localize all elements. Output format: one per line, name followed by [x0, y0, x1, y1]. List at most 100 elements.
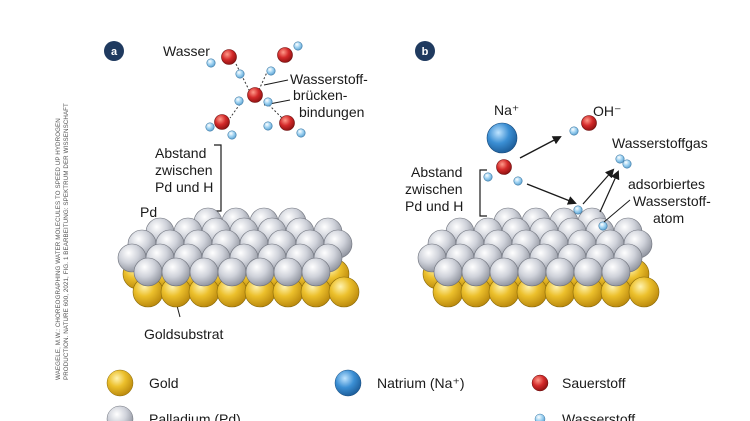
palladium-atom: [573, 257, 603, 287]
distance-label-a-line-1: Abstand: [155, 145, 206, 161]
hydrogen-atom: [622, 159, 632, 169]
pd-label: Pd: [140, 204, 157, 220]
hydrogen-bond: [235, 63, 251, 93]
hydrogen-bond: [229, 103, 241, 119]
hydrogen-atom: [234, 96, 244, 106]
legend-hydrogen-label: Wasserstoff: [562, 411, 635, 421]
legend-item-palladium: Palladium (Pd): [106, 405, 241, 421]
surface-slab-a: [117, 207, 360, 308]
sodium-ion: [486, 122, 518, 154]
credit-line-1: WAEGELE, M.W.: CHOREOGRAPHING WATER MOLE…: [55, 118, 62, 380]
panel-a-badge-label: a: [111, 46, 118, 58]
oxygen-atom: [277, 47, 293, 63]
hbond-leader-1: [263, 79, 289, 86]
adsorbed-hydrogen-atom: [598, 221, 608, 231]
panel-b: b Na⁺ OH⁻ Wasserstoffgas adsorbiertes Wa…: [405, 41, 711, 308]
arrow-h-gas-2: [599, 170, 620, 213]
hydrogen-gas-label: Wasserstoffgas: [612, 135, 708, 151]
arrow-to-hydroxide: [519, 136, 562, 159]
palladium-atom: [189, 257, 219, 287]
palladium-atom: [273, 257, 303, 287]
hydrogen-atom: [263, 97, 273, 107]
distance-bracket-b: [479, 169, 487, 217]
legend-item-oxygen: Sauerstoff: [531, 374, 626, 392]
water-label: Wasser: [163, 43, 210, 59]
sodium-label: Na⁺: [494, 102, 519, 118]
hydrogen-atom: [513, 176, 523, 186]
oxygen-atom: [581, 115, 597, 131]
distance-label-b-line-1: Abstand: [411, 164, 462, 180]
palladium-atom: [245, 257, 275, 287]
hbond-label-line-3: bindungen: [299, 104, 364, 120]
hydrogen-atom: [483, 172, 493, 182]
palladium-atom: [161, 257, 191, 287]
legend-item-hydrogen: Wasserstoff: [534, 411, 635, 421]
oxygen-atom: [279, 115, 295, 131]
hydrogen-atom: [206, 58, 216, 68]
surface-slab-b: [417, 207, 660, 308]
legend-item-gold: Gold: [106, 369, 179, 397]
adsorbed-label-line-2: Wasserstoff-: [633, 193, 711, 209]
hydrogen-atom: [235, 69, 245, 79]
legend-item-sodium: Natrium (Na⁺): [334, 369, 465, 397]
hydrogen-atom: [296, 128, 306, 138]
legend-oxygen-label: Sauerstoff: [562, 375, 626, 391]
panel-a-badge: a: [104, 41, 124, 61]
hydrogen-atom: [205, 122, 215, 132]
panel-b-badge: b: [415, 41, 435, 61]
hydrogen-atom: [266, 66, 276, 76]
distance-label-b-line-3: Pd und H: [405, 198, 463, 214]
hydroxide-label: OH⁻: [593, 103, 621, 119]
palladium-atom: [217, 257, 247, 287]
hbond-label-line-1: Wasserstoff-: [290, 71, 368, 87]
palladium-atom: [517, 257, 547, 287]
water-network: [205, 41, 306, 140]
gold-atom: [328, 276, 360, 308]
reaction-species: [483, 115, 632, 231]
adsorbed-label-line-3: atom: [653, 210, 684, 226]
distance-bracket-a: [214, 144, 222, 212]
hbond-label-line-2: brücken-: [293, 87, 348, 103]
legend: Gold Natrium (Na⁺) Sauerstoff Palladium …: [106, 369, 635, 421]
gold-swatch: [106, 369, 134, 397]
arrow-to-surface: [526, 183, 577, 205]
palladium-atom: [545, 257, 575, 287]
credit-line-2: PRODUCTION. NATURE 600, 2021, FIG. 1 BEA…: [63, 103, 70, 380]
hydrogen-bond: [257, 69, 269, 93]
palladium-atom: [461, 257, 491, 287]
hydrogen-atom: [569, 126, 579, 136]
gold-atom: [628, 276, 660, 308]
hydrogen-atom: [227, 130, 237, 140]
palladium-swatch: [106, 405, 134, 421]
legend-gold-label: Gold: [149, 375, 179, 391]
adsorbed-label-line-1: adsorbiertes: [628, 176, 705, 192]
hydrogen-swatch: [534, 413, 546, 421]
palladium-atom: [601, 257, 631, 287]
hydrogen-atom: [615, 154, 625, 164]
panel-b-badge-label: b: [422, 46, 429, 58]
adsorbed-leader-line: [603, 199, 631, 223]
distance-label-b-line-2: zwischen: [405, 181, 463, 197]
sodium-swatch: [334, 369, 362, 397]
oxygen-atom: [496, 159, 512, 175]
oxygen-atom: [221, 49, 237, 65]
adsorbed-hydrogen-atom: [573, 205, 583, 215]
image-credit: WAEGELE, M.W.: CHOREOGRAPHING WATER MOLE…: [55, 103, 70, 380]
substrate-label: Goldsubstrat: [144, 326, 223, 342]
hydrogen-atom: [293, 41, 303, 51]
legend-sodium-label: Natrium (Na⁺): [377, 375, 465, 391]
palladium-atom: [489, 257, 519, 287]
palladium-atom: [433, 257, 463, 287]
hydrogen-atom: [263, 121, 273, 131]
palladium-atom: [133, 257, 163, 287]
distance-label-a-line-2: zwischen: [155, 162, 213, 178]
oxygen-swatch: [531, 374, 549, 392]
distance-label-a-line-3: Pd und H: [155, 179, 213, 195]
legend-palladium-label: Palladium (Pd): [149, 411, 241, 421]
arrow-h-gas-1: [582, 168, 615, 205]
oxygen-atom: [214, 114, 230, 130]
palladium-atom: [301, 257, 331, 287]
oxygen-atom: [247, 87, 263, 103]
panel-a: a Wasser Wasserstoff- brücken- bindungen…: [104, 41, 368, 342]
